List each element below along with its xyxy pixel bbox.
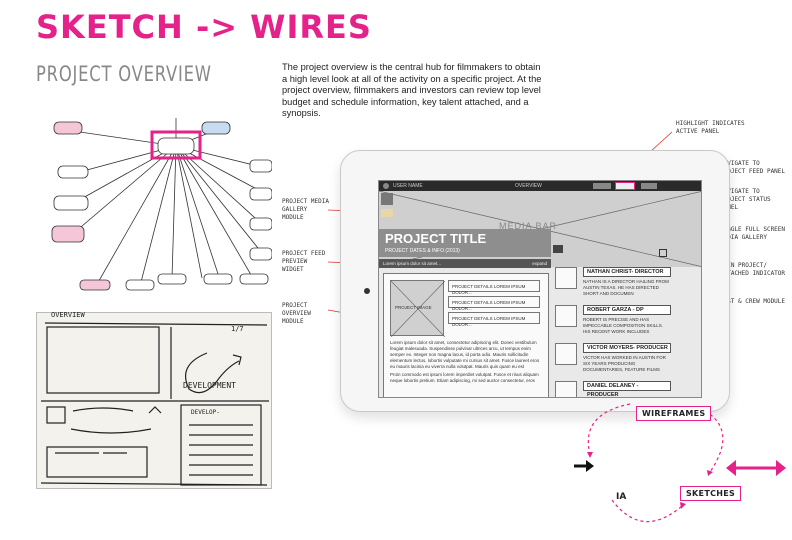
- gallery-book-icon[interactable]: [381, 209, 393, 217]
- project-image: PROJECT IMAGE: [390, 280, 445, 337]
- media-gallery[interactable]: MEDIA BAR PROJECT TITLE PROJECT DATES & …: [379, 191, 701, 267]
- cast-bio: ROBERT IS PRECISE AND HAS IMPECCABLE COM…: [583, 317, 664, 334]
- feed-preview-bar[interactable]: Lorem ipsum dolor sit amet... expand: [379, 259, 551, 268]
- fullscreen-icon[interactable]: [659, 249, 667, 257]
- cast-name[interactable]: VICTOR MOYERS- PRODUCER: [583, 343, 671, 353]
- annotation-fullscreen: TOGGLE FULL SCREEN MEDIA GALLERY: [720, 226, 786, 241]
- feed-nav-button[interactable]: [593, 183, 611, 189]
- sketch-overview-label: OVERVIEW: [51, 311, 85, 319]
- project-image-label: PROJECT IMAGE: [395, 305, 432, 310]
- annotation-join: JOIN PROJECT/ ATTACHED INDICATOR: [720, 262, 786, 277]
- cast-name[interactable]: ROBERT GARZA - DP: [583, 305, 671, 315]
- clapper-icon[interactable]: [553, 245, 563, 253]
- tablet-screen: USER NAME OVERVIEW MEDIA BAR PROJECT TIT…: [378, 180, 702, 398]
- gallery-grid-icon[interactable]: [381, 193, 393, 205]
- nav-button-extra[interactable]: [641, 183, 657, 189]
- page-title: SKETCH -> WIRES: [36, 8, 372, 46]
- annotation-media-gallery: PROJECT MEDIA GALLERY MODULE: [282, 198, 329, 221]
- page-subtitle: PROJECT OVERVIEW: [36, 62, 212, 86]
- cast-bio: VICTOR HAS WORKED IN AUSTIN FOR SIX YEAR…: [583, 355, 666, 372]
- hand-sketch: OVERVIEW 1/7 DEVELOPMENT DEVELOP-: [36, 311, 272, 489]
- sketch-development-label: DEVELOPMENT: [183, 381, 236, 390]
- annotation-overview-module: PROJECT OVERVIEW MODULE: [282, 302, 311, 325]
- avatar[interactable]: [555, 381, 577, 397]
- tablet-camera: [364, 288, 370, 294]
- project-info: PROJECT DATES & INFO (2013): [385, 248, 460, 254]
- project-title-band: PROJECT TITLE PROJECT DATES & INFO (2013…: [379, 229, 551, 257]
- avatar[interactable]: [555, 305, 577, 327]
- wireframes-label: WIREFRAMES: [636, 406, 712, 421]
- annotation-cast: CAST & CREW MODULE: [720, 298, 786, 305]
- avatar[interactable]: [555, 267, 577, 289]
- top-bar: USER NAME OVERVIEW: [379, 181, 701, 191]
- annotation-feed-panel: NAVIGATE TO PROJECT FEED PANEL: [720, 160, 786, 175]
- feed-preview-text: Lorem ipsum dolor sit amet...: [383, 261, 442, 266]
- project-title: PROJECT TITLE: [385, 231, 487, 246]
- description-text: The project overview is the central hub …: [282, 62, 542, 119]
- ia-diagram: [51, 118, 272, 291]
- sketch-development2-label: DEVELOP-: [191, 409, 220, 416]
- sketch-page-label: 1/7: [231, 325, 244, 333]
- detail-row: PROJECT DETAILS LOREM IPSUM DOLOR...: [448, 296, 540, 311]
- detail-row: PROJECT DETAILS LOREM IPSUM DOLOR...: [448, 312, 540, 327]
- cast-bio: NATHAN IS A DIRECTOR HAILING FROM AUSTIN…: [583, 279, 669, 296]
- username[interactable]: USER NAME: [393, 183, 423, 189]
- cast-name[interactable]: DANIEL DELANEY - PRODUCER: [583, 381, 671, 397]
- flow-diagram: [574, 403, 786, 523]
- ia-label: IA: [616, 492, 627, 502]
- media-bar-label: MEDIA BAR: [499, 221, 558, 231]
- expand-link[interactable]: expand: [532, 261, 547, 266]
- synopsis-paragraph: Lorem ipsum dolor sit amet, consectetur …: [390, 340, 540, 369]
- status-nav-button[interactable]: [615, 182, 635, 190]
- detail-row: PROJECT DETAILS LOREM IPSUM DOLOR...: [448, 280, 540, 295]
- annotation-feed-preview: PROJECT FEED PREVIEW WIDGET: [282, 250, 326, 273]
- cast-name[interactable]: NATHAN CHRIST- DIRECTOR: [583, 267, 671, 277]
- overview-module: PROJECT IMAGE PROJECT DETAILS LOREM IPSU…: [383, 273, 549, 397]
- avatar[interactable]: [555, 343, 577, 365]
- synopsis-paragraph: Proin commodo est ipsum lorem imperdiet …: [390, 372, 539, 383]
- sketches-label: SKETCHES: [680, 486, 742, 501]
- tab-overview[interactable]: OVERVIEW: [515, 183, 542, 189]
- annotation-highlight: HIGHLIGHT INDICATES ACTIVE PANEL: [676, 120, 745, 135]
- cast-module: NATHAN CHRIST- DIRECTOR NATHAN IS A DIRE…: [553, 265, 701, 397]
